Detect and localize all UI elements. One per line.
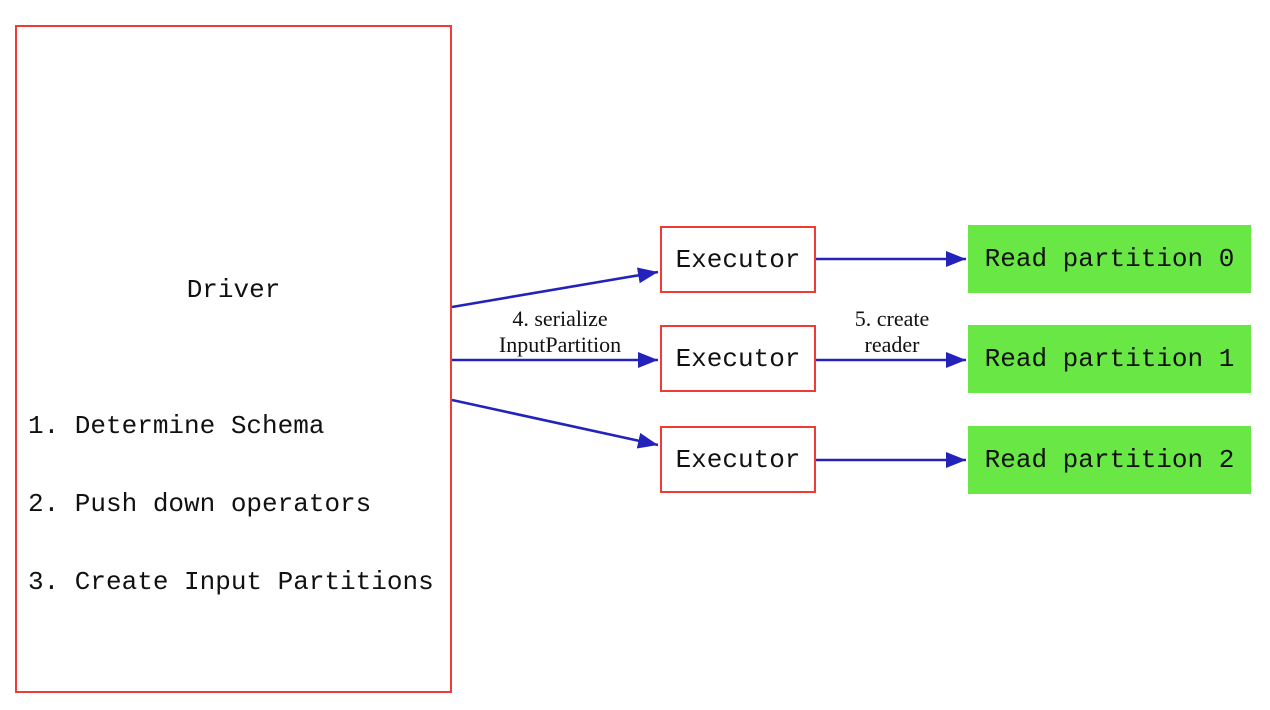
executor-box-2: Executor (660, 426, 816, 493)
edge-label-create-reader: 5. create reader (812, 306, 972, 358)
driver-step: 3. Create Input Partitions (28, 567, 434, 597)
driver-title: Driver (186, 275, 281, 305)
executor-box-0: Executor (660, 226, 816, 293)
driver-box (15, 25, 452, 693)
driver-steps-list: 1. Determine Schema 2. Push down operato… (28, 361, 448, 621)
read-partition-box-1: Read partition 1 (968, 325, 1251, 393)
edge-label-line: reader (864, 332, 920, 357)
arrow-driver-to-executor-0 (451, 267, 659, 309)
arrow-driver-to-executor-2 (451, 398, 659, 449)
edge-label-line: 5. create (854, 306, 930, 331)
edge-label-line: 4. serialize (512, 306, 608, 331)
read-partition-box-0: Read partition 0 (968, 225, 1251, 293)
read-partition-box-2: Read partition 2 (968, 426, 1251, 494)
edge-label-line: InputPartition (498, 332, 622, 357)
driver-step: 2. Push down operators (28, 489, 372, 519)
driver-step: 1. Determine Schema (28, 411, 325, 441)
executor-box-1: Executor (660, 325, 816, 392)
edge-label-serialize-inputpartition: 4. serialize InputPartition (455, 306, 665, 358)
